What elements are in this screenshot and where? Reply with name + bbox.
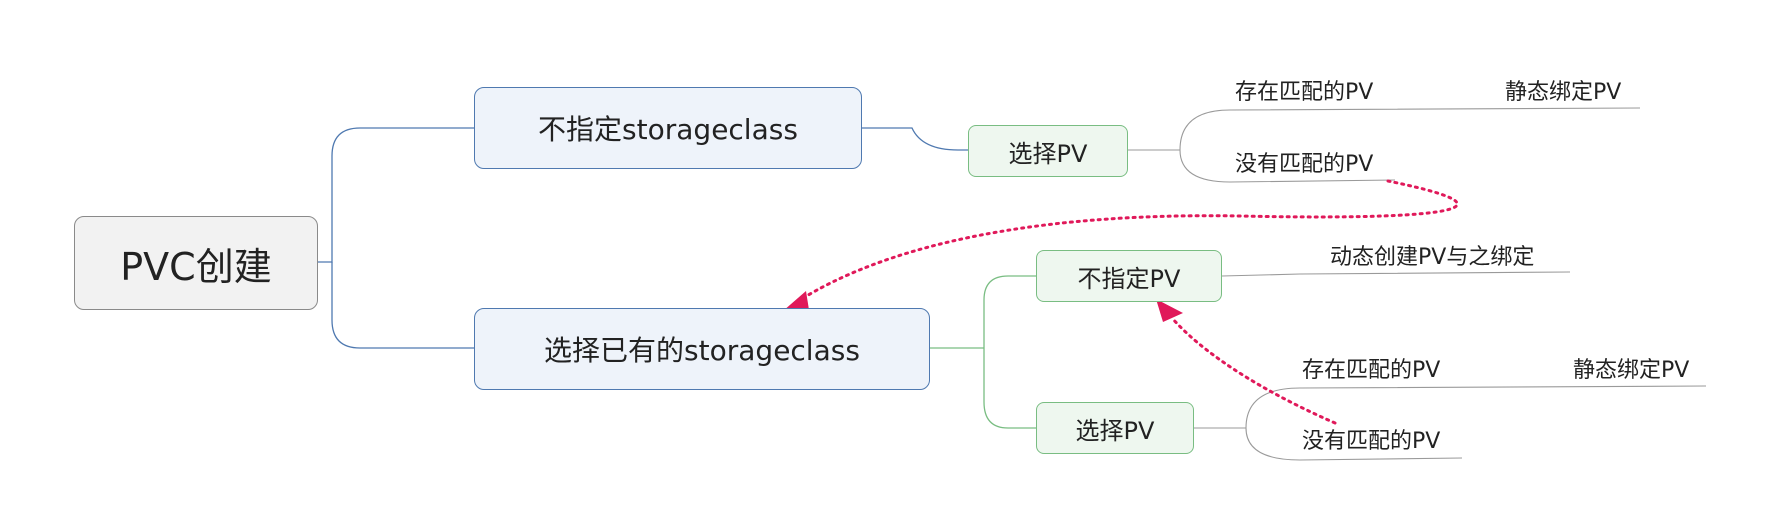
connector-root-branch-1 <box>318 127 474 263</box>
connector-select-pv-1-leaves <box>1128 107 1641 183</box>
child-node-select-pv-1[interactable]: 选择PV <box>968 125 1128 177</box>
leaf-dynamic-create-pv[interactable]: 动态创建PV与之绑定 <box>1330 245 1535 270</box>
root-node-label: PVC创建 <box>120 244 272 289</box>
leaf-matching-pv-2[interactable]: 存在匹配的PV <box>1302 358 1441 383</box>
leaf-matching-pv-1[interactable]: 存在匹配的PV <box>1235 80 1374 105</box>
root-node[interactable]: PVC创建 <box>74 216 318 310</box>
connector-no-pv-leaf <box>1221 271 1571 277</box>
child-node-select-pv-2[interactable]: 选择PV <box>1036 402 1194 454</box>
leaf-no-matching-pv-2[interactable]: 没有匹配的PV <box>1302 429 1441 454</box>
relation-arrow-bottom <box>1170 316 1337 425</box>
branch-node-label: 不指定storageclass <box>538 113 798 146</box>
connector-root-branch-2 <box>331 262 474 349</box>
child-node-label: 选择PV <box>1008 139 1088 168</box>
leaf-result-static-bind-2[interactable]: 静态绑定PV <box>1573 358 1690 383</box>
connector-branch-1-select-pv <box>862 127 968 151</box>
leaf-no-matching-pv-1[interactable]: 没有匹配的PV <box>1235 152 1374 177</box>
arrowhead-bottom <box>1156 299 1183 322</box>
child-node-no-pv[interactable]: 不指定PV <box>1036 250 1222 302</box>
child-node-label: 不指定PV <box>1077 264 1181 293</box>
child-node-label: 选择PV <box>1075 416 1155 445</box>
leaf-result-static-bind-1[interactable]: 静态绑定PV <box>1505 80 1622 105</box>
branch-node-existing-storageclass[interactable]: 选择已有的storageclass <box>474 308 930 390</box>
arrowhead-top <box>783 291 809 311</box>
connector-branch-2-children <box>930 275 1036 429</box>
branch-node-no-storageclass[interactable]: 不指定storageclass <box>474 87 862 169</box>
connector-select-pv-2-leaves <box>1194 385 1707 461</box>
relation-arrow-top <box>798 179 1459 302</box>
branch-node-label: 选择已有的storageclass <box>544 334 860 367</box>
